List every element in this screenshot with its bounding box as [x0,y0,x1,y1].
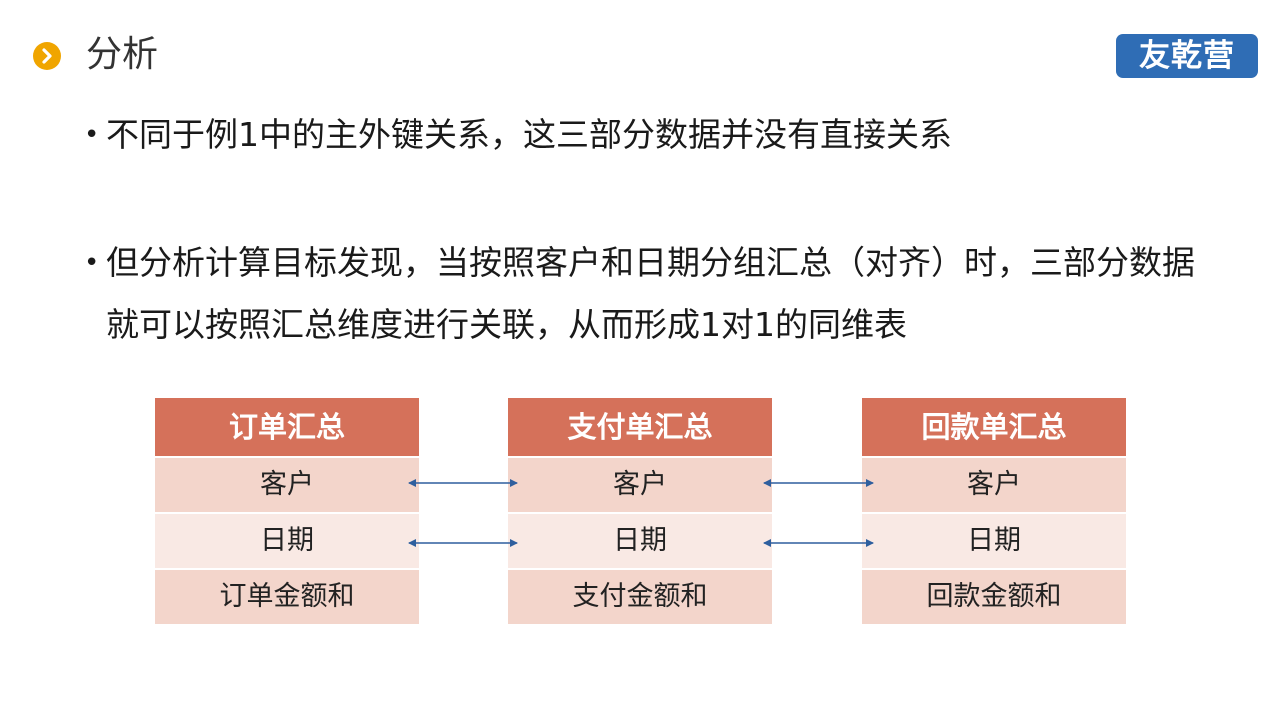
bullet-text: 不同于例1中的主外键关系，这三部分数据并没有直接关系 [106,115,952,154]
order-summary-table: 订单汇总 客户 日期 订单金额和 [155,398,419,624]
table-row-date: 日期 [155,514,419,568]
bullet-dot: • [84,248,100,278]
table-header: 订单汇总 [155,398,419,456]
table-row-customer: 客户 [508,458,772,512]
table-header: 回款单汇总 [862,398,1126,456]
bullet-dot: • [84,120,100,150]
brand-logo: 友乾营 [1116,34,1258,78]
table-row-amount: 支付金额和 [508,570,772,624]
table-row-customer: 客户 [155,458,419,512]
receipt-summary-table: 回款单汇总 客户 日期 回款金额和 [862,398,1126,624]
table-row-customer: 客户 [862,458,1126,512]
page-title: 分析 [86,34,159,75]
table-row-date: 日期 [508,514,772,568]
table-row-amount: 回款金额和 [862,570,1126,624]
bullet-text: 但分析计算目标发现，当按照客户和日期分组汇总（对齐）时，三部分数据就可以按照汇总… [106,243,1195,344]
table-header: 支付单汇总 [508,398,772,456]
table-row-date: 日期 [862,514,1126,568]
bullet-item: • 不同于例1中的主外键关系，这三部分数据并没有直接关系 [84,104,1204,166]
payment-summary-table: 支付单汇总 客户 日期 支付金额和 [508,398,772,624]
chevron-right-circle-icon [33,42,61,70]
bullet-item: • 但分析计算目标发现，当按照客户和日期分组汇总（对齐）时，三部分数据就可以按照… [84,232,1204,356]
table-row-amount: 订单金额和 [155,570,419,624]
